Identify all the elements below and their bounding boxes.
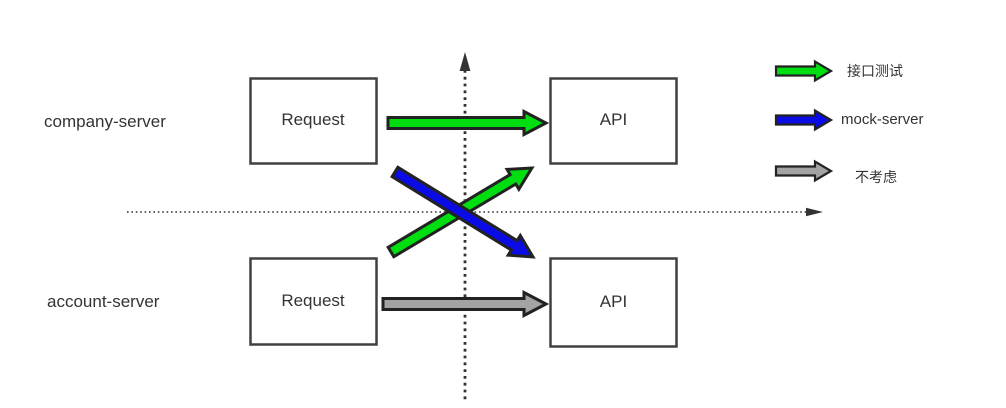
account-api-box: [549, 257, 678, 348]
vertical-axis-arrowhead-icon: [459, 52, 471, 71]
company-request-box-label: Request: [281, 110, 345, 130]
legend-blue-arrow-icon: [774, 108, 834, 132]
account-request-box: [249, 257, 378, 346]
account-api-box-label: API: [599, 291, 628, 311]
lane-label-company-server: company-server: [44, 112, 166, 131]
company-api-box-label: API: [599, 110, 628, 130]
legend-label-mock-server: mock-server: [841, 111, 924, 128]
legend-label-not-considered: 不考虑: [855, 169, 897, 185]
green-arrow-company-lane: [386, 109, 550, 137]
legend-gray-arrow-icon: [774, 159, 834, 183]
legend-green-arrow-icon: [774, 59, 834, 83]
horizontal-axis-arrowhead-icon: [806, 207, 823, 217]
blue-arrow-cross-down: [390, 165, 536, 259]
legend-label-interface-test: 接口测试: [847, 63, 903, 79]
gray-arrow-account-lane: [381, 290, 550, 318]
lane-label-account-server: account-server: [47, 292, 160, 311]
company-api-box: [549, 77, 678, 165]
account-request-box-label: Request: [281, 290, 345, 310]
company-request-box: [249, 77, 378, 165]
